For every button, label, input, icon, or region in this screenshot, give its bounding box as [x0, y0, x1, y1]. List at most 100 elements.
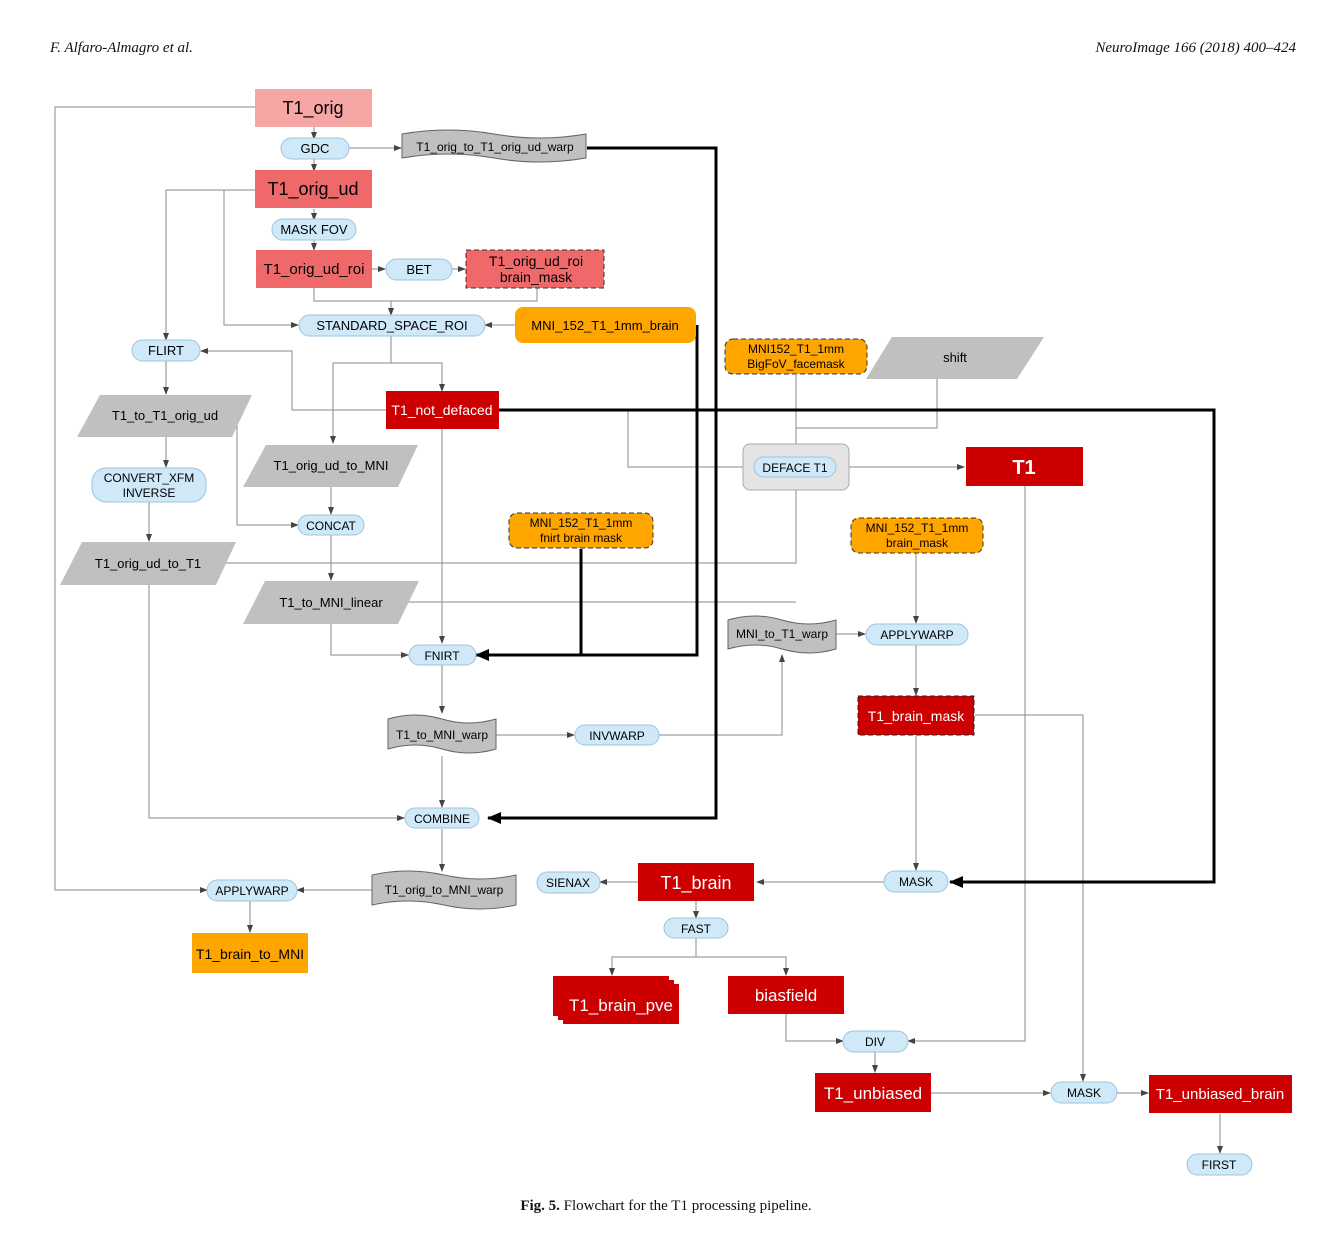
node-t1-orig-ud — [255, 170, 372, 208]
node-applywarp-right — [865, 623, 969, 646]
edge-notdefaced-to-deface — [627, 410, 754, 470]
node-t1-brain-pve — [553, 976, 679, 1024]
connectors — [54, 106, 1223, 1154]
thick-connectors — [475, 146, 1216, 888]
node-fast-label: FAST — [681, 922, 712, 936]
node-t1-not-defaced — [386, 391, 499, 429]
node-t1-orig-to-mni-warp — [371, 870, 517, 910]
edge-ssroi-to-branch — [330, 336, 392, 444]
node-applywarp-left-label: APPLYWARP — [215, 884, 288, 898]
node-t1-brain — [638, 863, 754, 901]
node-sienax — [536, 871, 601, 894]
node-applywarp-left — [206, 879, 298, 902]
node-roi-brain-mask-line2: brain_mask — [500, 269, 573, 285]
node-orig-ud-warp-label: T1_orig_to_T1_orig_ud_warp — [416, 140, 574, 154]
node-combine-label: COMBINE — [414, 812, 470, 826]
node-first — [1186, 1153, 1253, 1176]
figure-caption-text: Flowchart for the T1 processing pipeline… — [563, 1198, 812, 1214]
running-header-journal: NeuroImage 166 (2018) 400–424 — [1095, 40, 1296, 56]
edge-t1tot1origud-to-concat — [236, 416, 299, 528]
node-t1-to-mni-linear — [243, 581, 419, 624]
node-t1-orig-label: T1_orig — [282, 98, 343, 119]
node-flirt — [131, 339, 201, 362]
node-mni-facemask — [724, 338, 868, 375]
node-shift — [866, 337, 1044, 379]
node-mni-brain-mask-line1: MNI_152_T1_1mm — [866, 521, 969, 535]
node-t1-orig — [255, 89, 372, 127]
node-mni-brain-label: MNI_152_T1_1mm_brain — [531, 318, 678, 333]
node-mni-brain-mask-line2: brain_mask — [886, 536, 949, 550]
node-convert-xfm-line2: INVERSE — [123, 486, 176, 500]
node-biasfield-label: biasfield — [755, 986, 817, 1005]
node-t1-brain-to-mni-label: T1_brain_to_MNI — [196, 946, 304, 962]
node-gdc-label: GDC — [301, 141, 330, 156]
node-div — [842, 1030, 909, 1053]
node-t1-orig-to-mni-warp-label: T1_orig_to_MNI_warp — [385, 883, 504, 897]
node-bet-label: BET — [406, 262, 431, 277]
node-t1 — [966, 447, 1083, 486]
node-mask-fov-label: MASK FOV — [280, 222, 348, 237]
node-t1-brain-mask — [857, 695, 975, 736]
node-mask-main — [883, 870, 949, 893]
edge-notdefaced-to-mask-thick — [498, 408, 1216, 888]
node-t1-to-mni-warp — [387, 714, 497, 754]
node-concat-label: CONCAT — [306, 519, 356, 533]
node-roi-brain-mask-line1: T1_orig_ud_roi — [489, 253, 583, 269]
node-mask-unbiased-label: MASK — [1067, 1086, 1101, 1100]
edge-invwarp-to-mnitot1warp — [659, 654, 785, 736]
node-t1-not-defaced-label: T1_not_defaced — [391, 402, 492, 418]
node-biasfield — [728, 976, 844, 1014]
node-orig-ud-warp — [401, 129, 587, 163]
node-mask-unbiased — [1050, 1081, 1118, 1104]
node-div-label: DIV — [865, 1035, 885, 1049]
node-fast — [663, 917, 729, 939]
node-convert-xfm — [91, 467, 207, 503]
node-t1-unbiased-brain-label: T1_unbiased_brain — [1156, 1086, 1284, 1103]
edge-t1origudtot1-to-deface — [218, 476, 799, 564]
node-t1-orig-ud-to-t1 — [60, 542, 236, 585]
node-applywarp-right-label: APPLYWARP — [880, 628, 953, 642]
node-mni-to-t1-warp-label: MNI_to_T1_warp — [736, 627, 828, 641]
node-t1-brain-to-mni — [192, 933, 308, 973]
edge-ssroi-to-notdefaced — [391, 362, 445, 392]
edge-fast-to-outputs — [611, 937, 786, 975]
node-t1-to-mni-warp-label: T1_to_MNI_warp — [396, 728, 488, 742]
node-t1-orig-ud-roi-label: T1_orig_ud_roi — [264, 261, 365, 278]
node-first-label: FIRST — [1202, 1158, 1237, 1172]
edge-shift-to-deface — [796, 379, 938, 429]
node-invwarp-label: INVWARP — [589, 729, 645, 743]
edge-biasfield-to-div — [785, 1014, 844, 1044]
edge-notdefaced-to-flirt — [200, 348, 386, 411]
edge-t1origudtot1-to-combine — [148, 585, 405, 821]
node-t1-orig-ud-roi — [256, 250, 372, 288]
node-standard-space-roi — [298, 314, 486, 337]
node-convert-xfm-line1: CONVERT_XFM — [104, 471, 194, 485]
node-t1-unbiased-label: T1_unbiased — [824, 1084, 922, 1103]
node-mni-fnirt-mask-line2: fnirt brain mask — [540, 531, 623, 545]
node-t1-brain-label: T1_brain — [660, 873, 731, 894]
edge-t1orig-to-applywarp — [54, 106, 255, 893]
node-standard-space-roi-label: STANDARD_SPACE_ROI — [316, 318, 467, 333]
edge-t1-to-div — [907, 486, 1026, 1044]
node-roi-brain-mask — [465, 249, 605, 289]
node-combine — [404, 807, 480, 829]
edge-warp-to-combine-thick — [487, 146, 718, 824]
node-t1-brain-pve-label: T1_brain_pve — [569, 996, 673, 1015]
node-t1-orig-ud-to-mni — [243, 445, 418, 487]
node-mni-brain — [515, 307, 696, 343]
node-gdc — [280, 137, 350, 160]
node-t1-to-mni-linear-label: T1_to_MNI_linear — [279, 595, 383, 610]
node-sienax-label: SIENAX — [546, 876, 590, 890]
node-t1-unbiased-brain — [1149, 1075, 1292, 1113]
edge-t1brainmask-to-maskunbiased — [975, 714, 1086, 1082]
edge-fast-pve-branch — [609, 956, 696, 976]
edge-mnibrain-to-fnirt-thick — [475, 325, 699, 661]
node-t1-to-t1-orig-ud — [77, 395, 252, 437]
node-t1-label: T1 — [1012, 457, 1035, 479]
node-bet — [385, 258, 453, 281]
edge-linear-to-fnirt — [330, 624, 409, 658]
figure-caption: Fig. 5. Flowchart for the T1 processing … — [0, 1198, 1332, 1215]
node-t1-orig-ud-label: T1_orig_ud — [267, 179, 358, 200]
node-t1-orig-ud-to-mni-label: T1_orig_ud_to_MNI — [274, 458, 389, 473]
